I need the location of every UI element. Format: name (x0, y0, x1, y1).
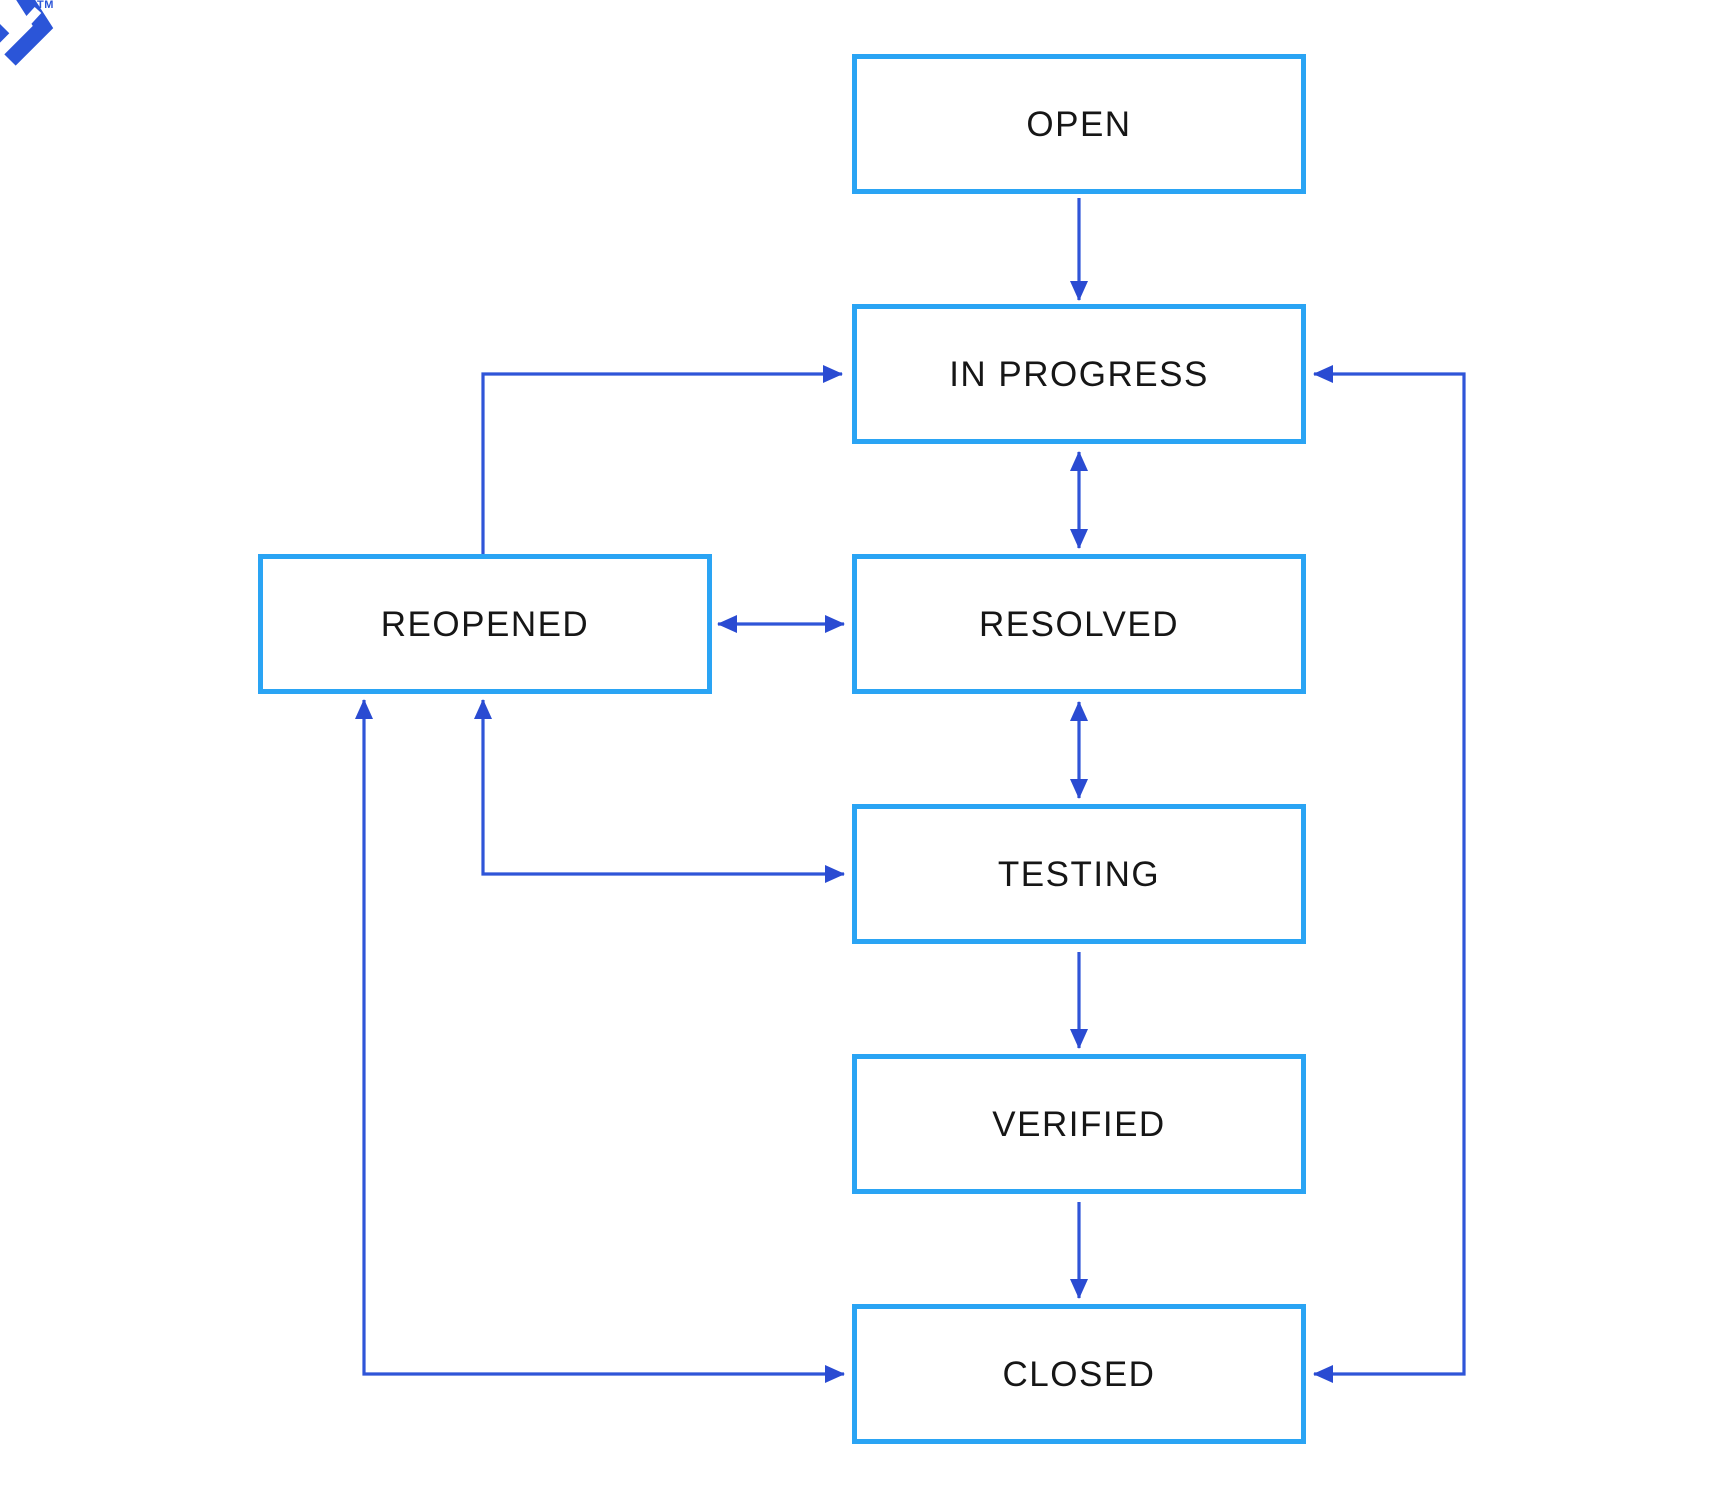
trademark-symbol: TM (37, 0, 54, 11)
state-node-resolved: RESOLVED (852, 554, 1306, 694)
state-node-testing: TESTING (852, 804, 1306, 944)
edge-reopened-testing (474, 699, 845, 883)
state-node-open: OPEN (852, 54, 1306, 194)
state-label: TESTING (997, 854, 1161, 894)
state-label: REOPENED (380, 604, 590, 644)
state-label: RESOLVED (978, 604, 1180, 644)
state-label: VERIFIED (992, 1104, 1166, 1144)
state-label: IN PROGRESS (949, 354, 1209, 394)
edge-reopened-to-in-progress (481, 365, 843, 554)
state-label: CLOSED (1002, 1354, 1156, 1394)
brand-logo: TM (0, 0, 80, 96)
state-node-in-progress: IN PROGRESS (852, 304, 1306, 444)
edge-reopened-closed (355, 699, 845, 1383)
state-node-reopened: REOPENED (258, 554, 712, 694)
brand-logo-mark-icon (0, 0, 54, 66)
state-node-closed: CLOSED (852, 1304, 1306, 1444)
state-node-verified: VERIFIED (852, 1054, 1306, 1194)
edge-in-progress-closed (1313, 365, 1466, 1383)
state-label: OPEN (1026, 104, 1132, 144)
